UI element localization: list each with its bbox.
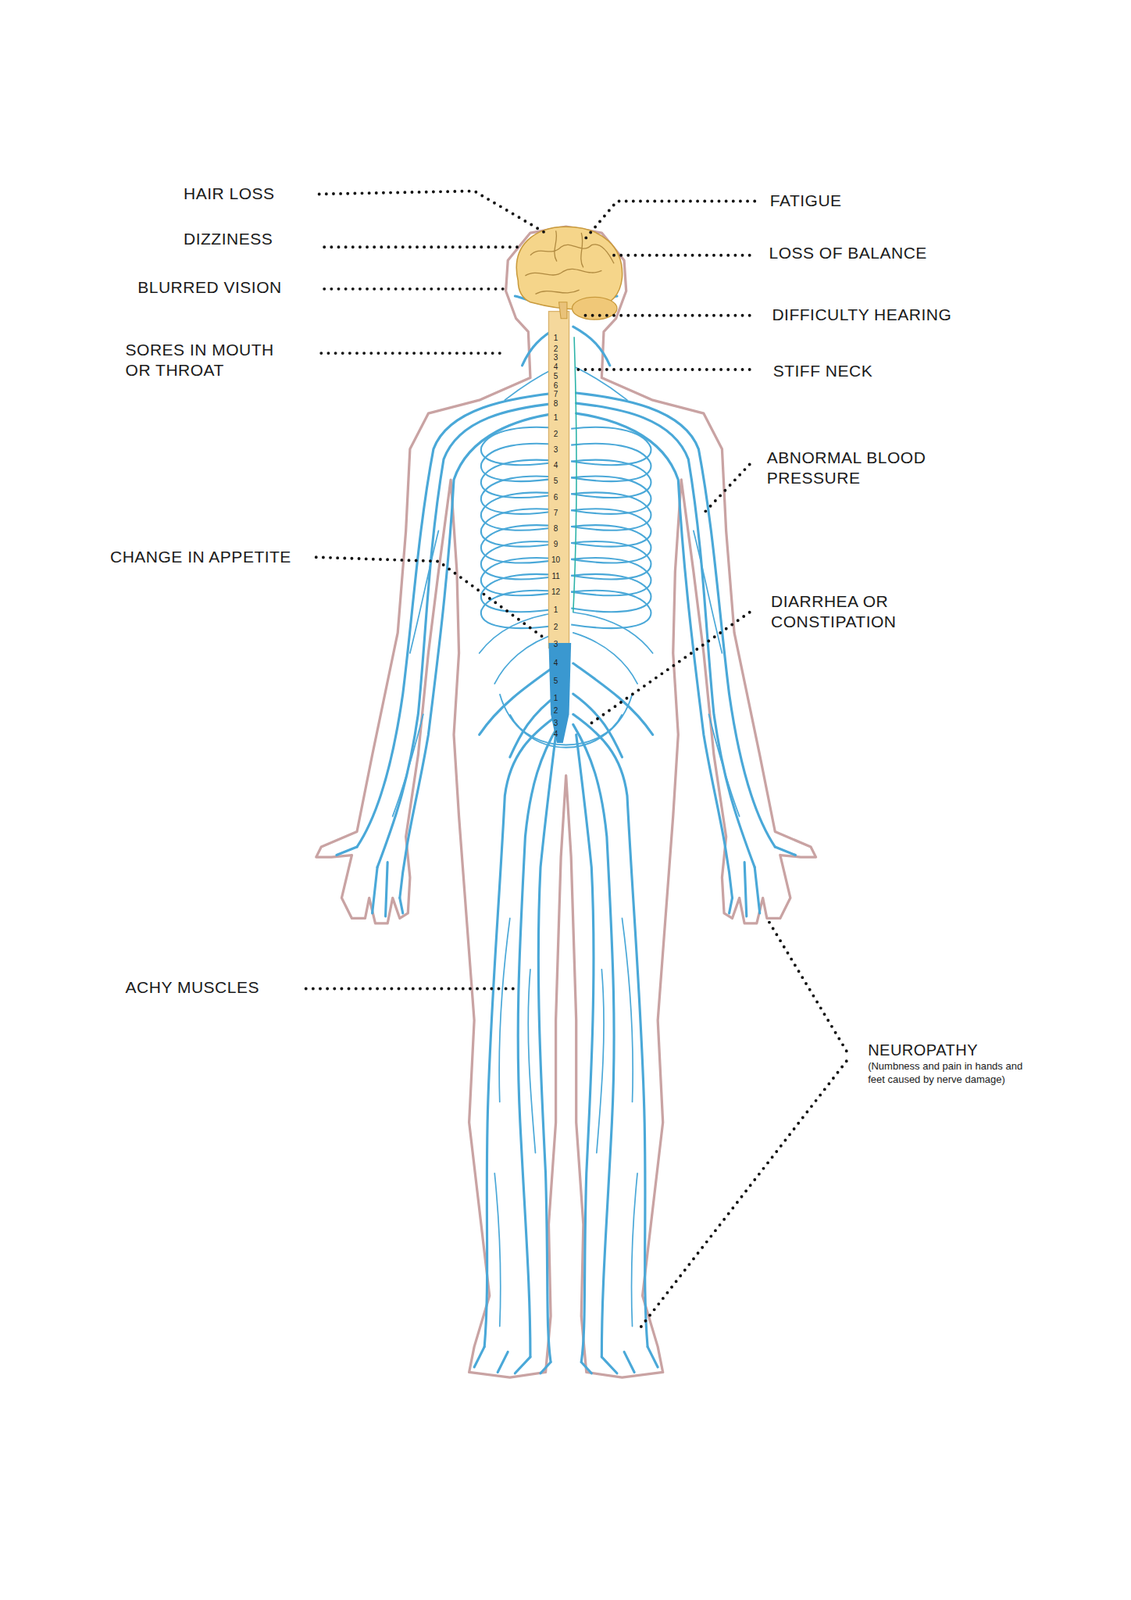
sympathetic-chain xyxy=(573,336,577,613)
symptom-label: LOSS OF BALANCE xyxy=(768,242,927,264)
symptom-label: SORES IN MOUTH OR THROAT xyxy=(125,339,294,381)
vertebra-number: 4 xyxy=(553,363,559,372)
vertebra-number: 6 xyxy=(553,493,559,502)
vertebra-number: 1 xyxy=(553,413,559,422)
vertebra-number: 10 xyxy=(551,556,561,564)
vertebra-number: 4 xyxy=(553,461,559,470)
symptom-label: STIFF NECK xyxy=(773,360,874,382)
vertebra-number: 4 xyxy=(553,730,559,739)
symptom-label: HAIR LOSS xyxy=(183,183,275,204)
spinal-cord xyxy=(548,311,569,649)
vertebra-number: 3 xyxy=(553,445,559,454)
symptom-label: DIARRHEA OR CONSTIPATION xyxy=(770,591,920,632)
vertebra-number: 3 xyxy=(553,640,559,649)
lumbar-plexus xyxy=(548,642,571,743)
body-outline xyxy=(316,226,817,1378)
vertebra-number: 9 xyxy=(553,540,559,549)
vertebra-number: 5 xyxy=(553,372,559,381)
vertebra-number: 5 xyxy=(553,677,559,686)
symptom-label: DIFFICULTY HEARING xyxy=(771,304,952,325)
vertebra-number: 2 xyxy=(553,430,559,439)
vertebra-number: 2 xyxy=(553,623,559,632)
right-nerves xyxy=(570,296,796,1374)
vertebra-number: 1 xyxy=(553,694,559,703)
vertebra-number: 3 xyxy=(553,719,559,728)
vertebra-number: 8 xyxy=(553,399,559,408)
vertebra-number: 6 xyxy=(553,381,559,390)
symptom-label: ACHY MUSCLES xyxy=(125,977,260,998)
symptom-label: ABNORMAL BLOOD PRESSURE xyxy=(767,447,947,489)
vertebra-number: 3 xyxy=(553,353,559,362)
vertebra-number: 1 xyxy=(553,334,559,343)
vertebra-number: 7 xyxy=(553,509,559,518)
vertebra-number: 4 xyxy=(553,659,559,668)
symptom-label: DIZZINESS xyxy=(183,228,273,250)
vertebra-number: 1 xyxy=(553,606,559,614)
vertebra-number: 7 xyxy=(553,390,559,399)
vertebra-number: 12 xyxy=(551,588,561,596)
leader-lines xyxy=(306,191,847,1332)
symptom-heading: NEUROPATHY xyxy=(867,1039,978,1060)
description-note: (Numbness and pain in hands and feet cau… xyxy=(867,1059,1028,1086)
left-nerves xyxy=(336,296,561,1374)
brain xyxy=(516,226,622,320)
symptom-label: BLURRED VISION xyxy=(137,277,282,298)
vertebra-number: 5 xyxy=(553,477,559,486)
symptom-label: FATIGUE xyxy=(770,190,843,211)
vertebra-number: 8 xyxy=(553,524,559,533)
vertebra-number: 2 xyxy=(553,706,559,715)
vertebra-number: 11 xyxy=(551,572,560,581)
vertebra-number: 2 xyxy=(553,345,559,354)
symptom-label: CHANGE IN APPETITE xyxy=(110,546,292,568)
